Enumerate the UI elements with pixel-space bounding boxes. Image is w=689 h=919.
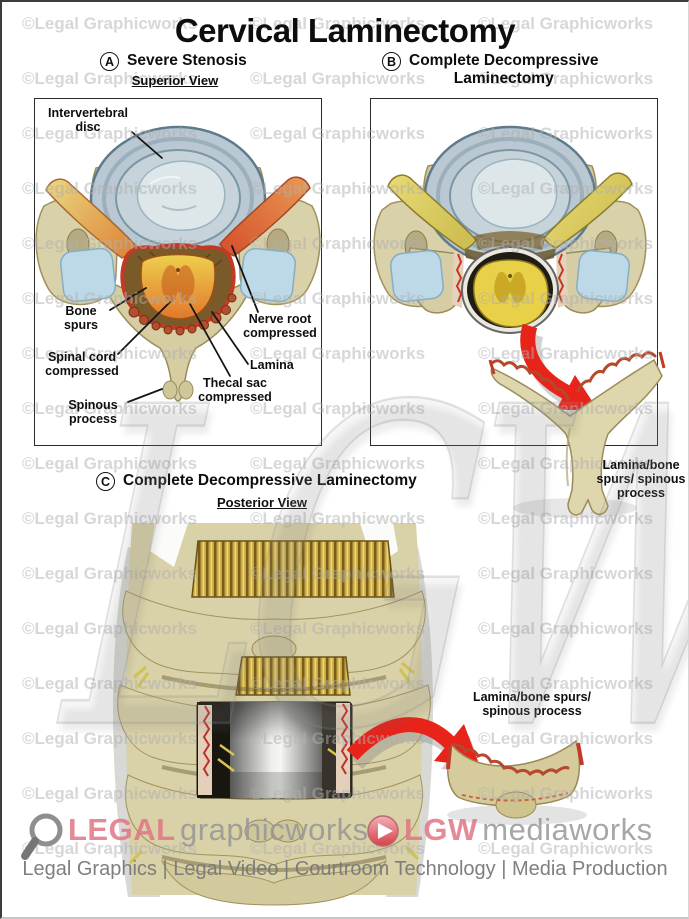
facet-joints [59, 247, 297, 303]
panel-b-heading-line1: Complete Decompressive [409, 52, 599, 69]
watermark-text: ©Legal Graphicworks [22, 454, 198, 473]
panel-b-letter-badge: B [382, 52, 401, 71]
label-removed-lamina-b: Lamina/bone spurs/ spinous process [596, 458, 686, 500]
page-title: Cervical Laminectomy [174, 12, 516, 49]
brand-mediaworks-text: mediaworks [482, 812, 653, 847]
play-icon [367, 815, 399, 847]
panel-c-artwork [113, 517, 587, 906]
panel-c-heading-text: Complete Decompressive Laminectomy [123, 472, 417, 489]
leader-lines [109, 131, 259, 403]
thecal-sac-decompressed [461, 231, 559, 334]
panel-b-frame [370, 98, 658, 446]
nerve-twigs [128, 661, 420, 865]
spinal-cord-compressed [140, 253, 216, 320]
brand-mediaworks: LGW mediaworks [404, 812, 653, 848]
brand-graphicworks-text: graphicworks [180, 812, 369, 847]
removal-arrow [520, 323, 598, 410]
panel-c-subheading: Posterior View [216, 495, 308, 510]
laminectomy-cut-edges [452, 250, 568, 308]
label-removed-lamina-c: Lamina/bone spurs/ spinous process [472, 690, 592, 718]
intervertebral-disc [89, 125, 267, 271]
panel-a-artwork [35, 125, 321, 403]
ligamentum-flavum-lower [235, 656, 351, 696]
removed-lamina-piece [488, 351, 666, 518]
panel-a-letter-badge: A [100, 52, 119, 71]
panel-a-frame [34, 98, 322, 446]
intervertebral-disc [423, 125, 597, 267]
brand-graphicworks: LEGAL graphicworks [68, 812, 369, 848]
nerve-roots [387, 172, 633, 251]
ligamentum-flavum-upper [191, 540, 395, 598]
panel-b-heading-line2: Laminectomy [453, 69, 554, 87]
laminectomy-window [196, 701, 353, 799]
footer-tagline: Legal Graphics | Legal Video | Courtroom… [22, 858, 668, 880]
bone-spurs [125, 293, 237, 336]
panel-c-heading: C Complete Decompressive Laminectomy [96, 472, 417, 491]
panel-b-heading: B Complete Decompressive Laminectomy [382, 52, 599, 88]
panel-a-heading-text: Severe Stenosis [127, 52, 247, 69]
removed-lamina-piece [446, 739, 587, 825]
panel-c-letter-badge: C [96, 472, 115, 491]
brand-lgw-text: LGW [404, 812, 478, 847]
panel-a-subheading: Superior View [131, 73, 219, 88]
panel-a-heading: A Severe Stenosis [100, 52, 247, 71]
nerve-roots-compressed [45, 176, 311, 259]
brand-legal-text: LEGAL [68, 812, 176, 847]
label-lamina: Lamina [250, 358, 294, 372]
facet-joints [390, 249, 630, 303]
panel-b-artwork [373, 125, 666, 518]
magnifier-icon [21, 813, 63, 860]
